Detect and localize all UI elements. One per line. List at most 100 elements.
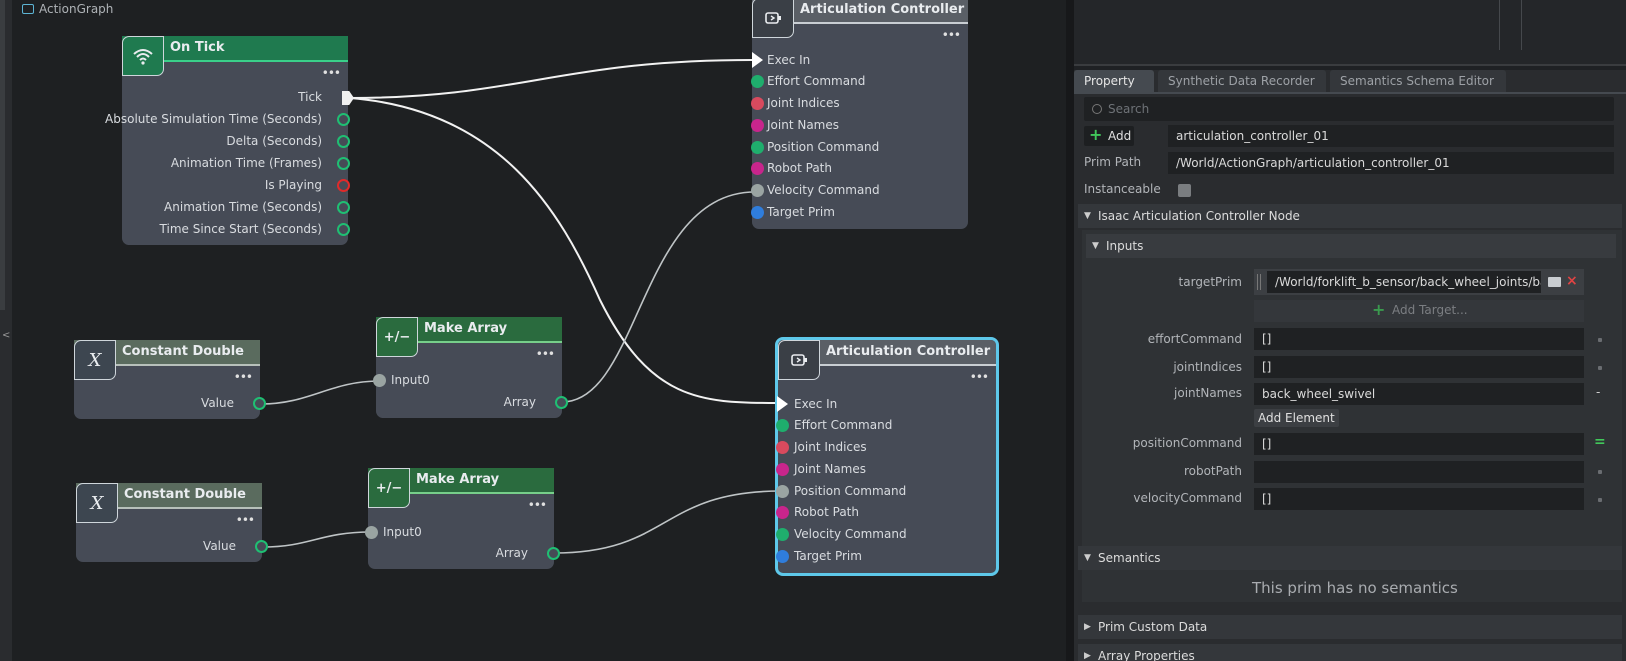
plus-minus-icon: +/− — [368, 468, 410, 508]
velocity-command-field[interactable]: [] — [1254, 488, 1584, 510]
tab-semantics-schema-editor[interactable]: Semantics Schema Editor — [1330, 70, 1506, 92]
tab-synthetic-data-recorder[interactable]: Synthetic Data Recorder — [1158, 70, 1326, 92]
ac2-robot-path-pin[interactable] — [776, 506, 789, 519]
instanceable-checkbox[interactable] — [1178, 184, 1191, 197]
ac2-position-pin[interactable] — [776, 485, 789, 498]
make-array-title-2: Make Array — [416, 472, 500, 487]
make-array-node-1[interactable]: Make Array +/− ••• Input0 Array — [373, 317, 568, 418]
anim-seconds-pin[interactable] — [337, 201, 350, 214]
prim-name-field[interactable]: articulation_controller_01 — [1168, 125, 1614, 147]
make-array-output-pin-1[interactable] — [555, 396, 568, 409]
ac1-target-prim-pin[interactable] — [751, 206, 764, 219]
ac2-exec-in-pin[interactable] — [777, 396, 788, 412]
add-button[interactable]: + Add — [1084, 125, 1134, 146]
on-tick-output-tick: Tick — [298, 90, 322, 104]
on-tick-output-since-start: Time Since Start (Seconds) — [159, 222, 322, 236]
constant-double-title-1: Constant Double — [122, 344, 245, 359]
prim-path-field[interactable]: /World/ActionGraph/articulation_controll… — [1168, 152, 1614, 174]
anim-frames-pin[interactable] — [337, 157, 350, 170]
ac2-input-effort: Effort Command — [794, 418, 893, 432]
panel-divider[interactable] — [1066, 0, 1074, 661]
is-playing-pin[interactable] — [337, 179, 350, 192]
ac1-exec-in-pin[interactable] — [752, 52, 763, 68]
sidebar-scroll-handle[interactable] — [0, 0, 5, 310]
ac1-robot-path-pin[interactable] — [751, 162, 764, 175]
ac2-joint-names-pin[interactable] — [776, 463, 789, 476]
constant-double-node-2[interactable]: Constant Double X ••• Value — [76, 483, 268, 562]
make-array-output-pin-2[interactable] — [547, 547, 560, 560]
ac1-effort-pin[interactable] — [751, 75, 764, 88]
articulation-controller-node-2[interactable]: Articulation Controller ••• Exec In Effo… — [775, 337, 999, 576]
ac1-joint-names-pin[interactable] — [751, 119, 764, 132]
delta-pin[interactable] — [337, 135, 350, 148]
make-array-node-2[interactable]: Make Array +/− ••• Input0 Array — [365, 468, 560, 569]
add-element-button[interactable]: Add Element — [1254, 409, 1339, 427]
effort-command-field[interactable]: [] — [1254, 328, 1584, 350]
top-viewport-area — [1074, 0, 1626, 66]
since-start-pin[interactable] — [337, 223, 350, 236]
graph-icon — [22, 4, 34, 14]
constant-double-menu-icon-1[interactable]: ••• — [233, 370, 253, 384]
on-tick-menu-icon[interactable]: ••• — [321, 66, 341, 80]
semantics-section-header[interactable]: ▼ Semantics — [1078, 546, 1622, 570]
joint-indices-field[interactable]: [] — [1254, 356, 1584, 378]
array-properties-header[interactable]: ▶ Array Properties — [1078, 644, 1622, 661]
ac1-joint-indices-pin[interactable] — [751, 97, 764, 110]
plus-icon: + — [1089, 125, 1103, 144]
ac1-velocity-pin[interactable] — [751, 184, 764, 197]
constant-value-pin-1[interactable] — [253, 397, 266, 410]
make-array-input-pin-2[interactable] — [365, 526, 378, 539]
prim-custom-data-header[interactable]: ▶ Prim Custom Data — [1078, 615, 1622, 639]
ac2-velocity-pin[interactable] — [776, 528, 789, 541]
remove-target-icon[interactable]: × — [1566, 273, 1578, 289]
no-semantics-message: This prim has no semantics — [1252, 579, 1458, 597]
remove-element-icon[interactable]: - — [1596, 385, 1601, 399]
instanceable-label: Instanceable — [1084, 182, 1161, 196]
wifi-signal-icon — [122, 36, 164, 76]
ac2-input-exec-in: Exec In — [794, 397, 838, 411]
make-array-output-label-2: Array — [495, 546, 528, 560]
ac2-joint-indices-pin[interactable] — [776, 441, 789, 454]
robot-path-field[interactable] — [1254, 461, 1584, 483]
ac2-effort-pin[interactable] — [776, 419, 789, 432]
on-tick-output-is-playing: Is Playing — [264, 178, 322, 192]
drag-handle-icon[interactable] — [1257, 274, 1263, 290]
velocity-command-label: velocityCommand — [1133, 491, 1242, 505]
articulation-controller-menu-icon-1[interactable]: ••• — [941, 28, 961, 42]
constant-double-node-1[interactable]: Constant Double X ••• Value — [74, 340, 266, 419]
search-input[interactable]: Search — [1084, 97, 1614, 121]
make-array-input-pin-1[interactable] — [373, 374, 386, 387]
add-target-button[interactable]: + Add Target... — [1254, 300, 1584, 322]
add-button-label: Add — [1108, 129, 1132, 143]
inputs-section-header[interactable]: ▼ Inputs — [1086, 234, 1616, 258]
folder-icon[interactable] — [1548, 277, 1561, 287]
panel-tabs: Property Synthetic Data Recorder Semanti… — [1074, 70, 1506, 92]
node-section-header[interactable]: ▼ Isaac Articulation Controller Node — [1078, 204, 1622, 228]
collapse-arrow-icon[interactable]: < — [2, 330, 11, 341]
tab-property[interactable]: Property — [1074, 70, 1154, 92]
on-tick-node[interactable]: On Tick ••• Tick Absolute Simulation Tim… — [105, 36, 354, 245]
joint-names-field[interactable]: back_wheel_swivel — [1254, 383, 1584, 405]
articulation-controller-node-1[interactable]: Articulation Controller ••• Exec In Effo… — [751, 0, 968, 229]
abs-time-pin[interactable] — [337, 113, 350, 126]
ac1-position-pin[interactable] — [751, 141, 764, 154]
add-target-label: Add Target... — [1392, 303, 1468, 317]
tick-exec-pin[interactable] — [342, 91, 354, 105]
constant-double-title-2: Constant Double — [124, 487, 247, 502]
ac2-input-robot-path: Robot Path — [794, 505, 859, 519]
articulation-controller-menu-icon-2[interactable]: ••• — [969, 370, 989, 384]
ac1-input-exec-in: Exec In — [767, 53, 811, 67]
position-connected-icon[interactable]: = — [1594, 434, 1606, 450]
make-array-output-label-1: Array — [503, 395, 536, 409]
position-command-field[interactable]: [] — [1254, 433, 1584, 455]
constant-value-pin-2[interactable] — [255, 540, 268, 553]
effort-command-label: effortCommand — [1147, 332, 1242, 346]
make-array-menu-icon-2[interactable]: ••• — [527, 498, 547, 512]
collapse-triangle-icon: ▼ — [1084, 211, 1091, 221]
on-tick-output-anim-seconds: Animation Time (Seconds) — [164, 200, 322, 214]
constant-double-menu-icon-2[interactable]: ••• — [235, 513, 255, 527]
make-array-menu-icon-1[interactable]: ••• — [535, 347, 555, 361]
graph-editor[interactable]: < ActionGraph On Tick ••• Tick Absolute … — [0, 0, 1066, 661]
ac2-target-prim-pin[interactable] — [776, 550, 789, 563]
target-prim-field[interactable]: /World/forklift_b_sensor/back_wheel_join… — [1267, 271, 1541, 293]
